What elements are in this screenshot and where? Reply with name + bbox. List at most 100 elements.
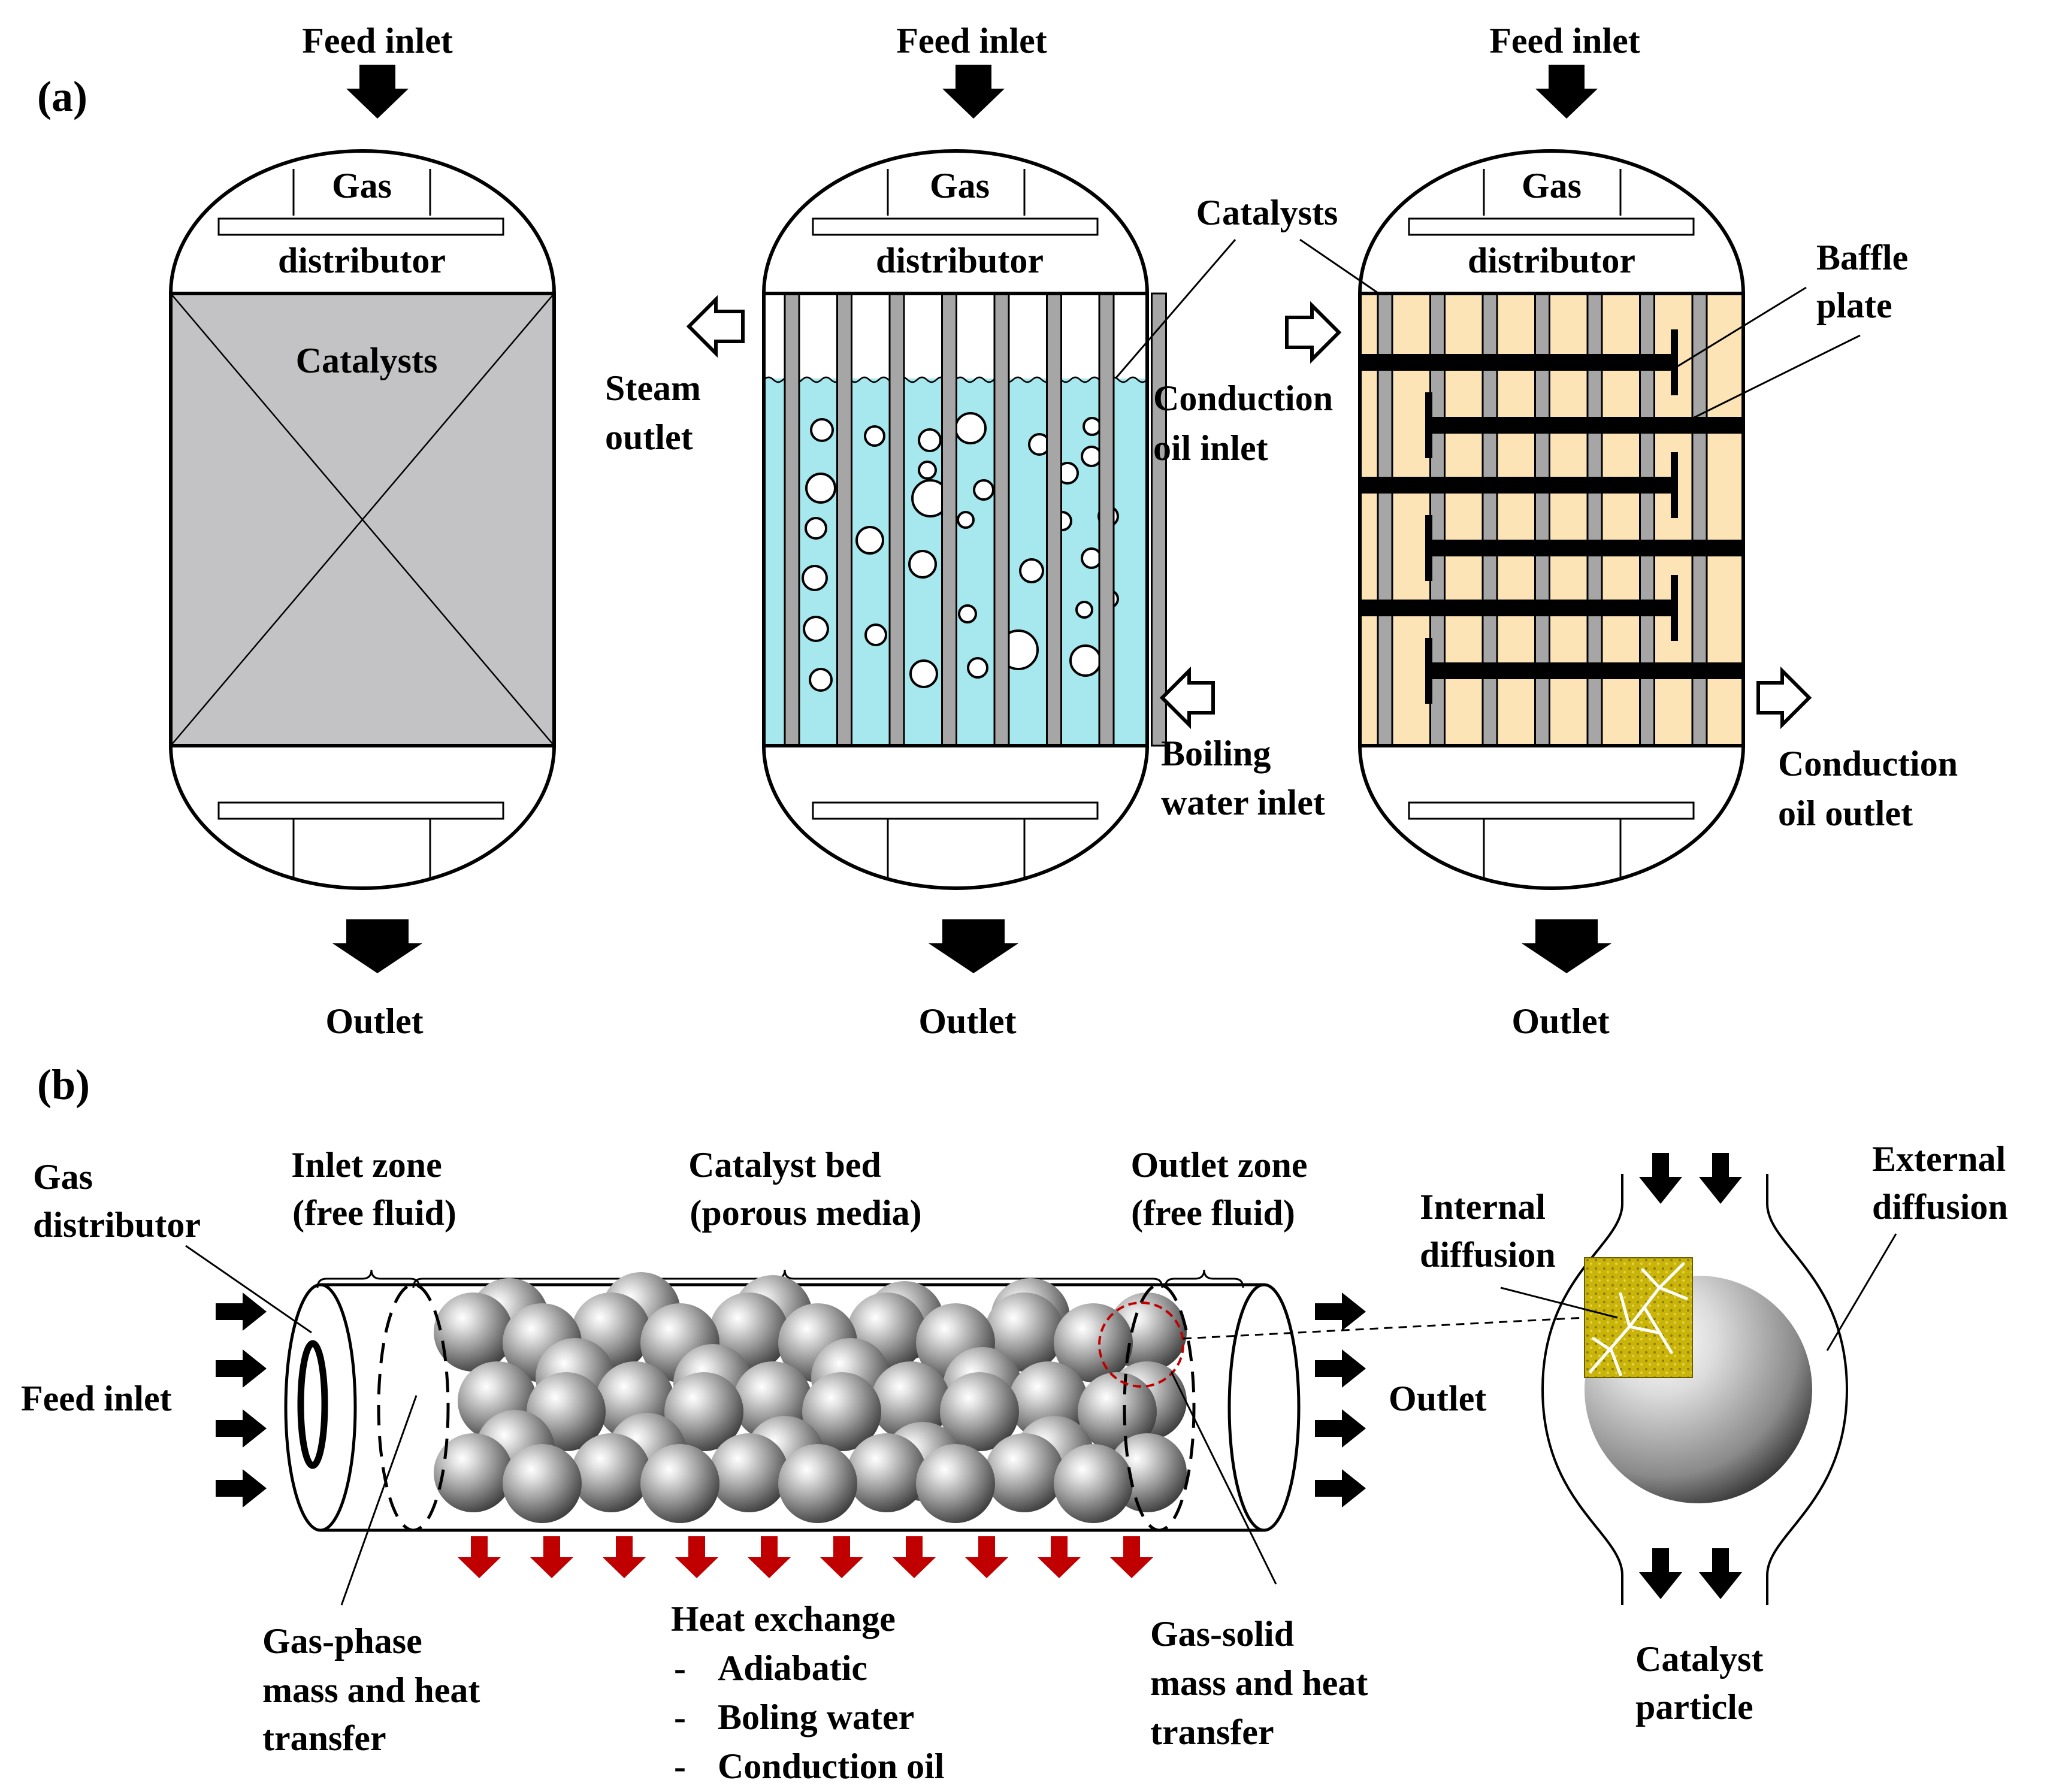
outlet-arrow-1 — [332, 919, 422, 973]
steam-bubble — [1075, 601, 1093, 619]
catalyst-particle-label-1: Catalyst — [1635, 1639, 1763, 1679]
feed-arrow — [216, 1469, 267, 1508]
steam-bubble — [957, 511, 975, 529]
pore-channels — [1589, 1262, 1688, 1376]
catalyst-ball — [1054, 1444, 1133, 1523]
feed-arrow-1 — [346, 65, 409, 119]
heat-arrow — [603, 1536, 646, 1578]
baffle-end — [1425, 392, 1432, 458]
catalyst-particle-label-2: particle — [1635, 1687, 1753, 1727]
feed-arrow — [216, 1409, 267, 1448]
heat-arrow — [675, 1536, 718, 1578]
catalyst-tube — [1098, 292, 1115, 747]
outlet-arrow-3 — [1522, 919, 1611, 973]
baffle-bar — [1429, 662, 1743, 679]
gas-phase-label-2: mass and heat — [262, 1670, 480, 1710]
baffle-bar — [1360, 477, 1674, 494]
outlet-label-2: Outlet — [918, 1001, 1016, 1041]
steam-outlet-label-1: Steam — [605, 368, 701, 408]
catalyst-tube — [1745, 293, 1759, 746]
catalyst-ball — [847, 1433, 926, 1512]
gas-solid-label-2: mass and heat — [1150, 1663, 1368, 1703]
distributor-plate-2 — [812, 217, 1099, 236]
bottom-plate-3 — [1408, 801, 1695, 820]
adiabatic-reactor: Feed inlet Catalysts Gas distributor Out… — [169, 21, 556, 1041]
catalyst-bed-label-2: (porous media) — [690, 1193, 921, 1233]
outlet-label-b: Outlet — [1389, 1379, 1486, 1418]
catalyst-particles — [434, 1272, 1187, 1523]
steam-bubble — [810, 418, 834, 442]
outlet-arrow — [1315, 1349, 1366, 1388]
external-diffusion-leader — [1826, 1233, 1897, 1351]
catalyst-tube — [784, 292, 800, 747]
heat-exchange-item-1: Adiabatic — [718, 1648, 867, 1688]
outlet-label-1: Outlet — [325, 1001, 423, 1041]
catalyst-ball — [1054, 1303, 1133, 1382]
conduction-oil-reactor: Feed inlet Gas distributor Outlet Conduc… — [1153, 21, 1958, 1041]
distributor-label-1: distributor — [278, 241, 446, 280]
shell-outline-3 — [1358, 292, 1745, 747]
oil-inlet-label-2: oil inlet — [1153, 428, 1268, 468]
catalyst-tube — [941, 292, 957, 747]
heat-arrow — [893, 1536, 936, 1578]
catalyst-ball — [778, 1444, 857, 1523]
catalyst-tube — [1151, 292, 1167, 747]
gas-distributor-label-1: Gas — [33, 1157, 93, 1197]
heat-arrow — [1110, 1536, 1153, 1578]
catalyst-ball — [802, 1372, 881, 1451]
outlet-zone-boundary — [1123, 1283, 1196, 1532]
catalyst-ball — [1078, 1372, 1157, 1451]
heat-arrow — [458, 1536, 501, 1578]
catalysts-leader-left — [1114, 239, 1236, 379]
catalyst-ball — [916, 1444, 995, 1523]
baffle-leader-2 — [1684, 334, 1861, 423]
steam-bubble — [918, 461, 937, 480]
bottom-head-1 — [169, 745, 556, 890]
inlet-end-ellipse — [284, 1283, 357, 1532]
steam-bubble — [908, 550, 937, 579]
bottom-head-3 — [1358, 745, 1745, 890]
external-diffusion-label-1: External — [1872, 1139, 2006, 1179]
feed-arrow — [216, 1349, 267, 1388]
catalyst-ball — [940, 1372, 1019, 1451]
gas-label-1: Gas — [332, 166, 392, 205]
gas-solid-leader — [1170, 1371, 1277, 1585]
bottom-plate-1 — [217, 801, 504, 820]
steam-bubble — [1081, 446, 1102, 467]
steam-bubble — [809, 668, 833, 692]
gas-label-3: Gas — [1522, 166, 1582, 205]
outlet-label-3: Outlet — [1511, 1001, 1609, 1041]
baffle-label-1: Baffle — [1816, 238, 1908, 277]
highlight-circle — [1098, 1301, 1184, 1388]
outlet-end-ellipse — [1227, 1283, 1301, 1532]
steam-bubble — [855, 526, 884, 555]
steam-bubble — [958, 604, 977, 623]
steam-bubble — [973, 479, 994, 501]
outlet-arrow — [1315, 1409, 1366, 1448]
catalyst-bed-brace — [412, 1269, 1163, 1288]
steam-bubble — [1081, 547, 1102, 569]
baffle-leader-1 — [1671, 286, 1807, 371]
zoom-dashed-line — [1183, 1316, 1585, 1340]
particle-outlet-arrow — [1699, 1548, 1742, 1599]
oil-inlet-arrow — [1285, 301, 1342, 364]
steam-bubble — [1019, 558, 1044, 583]
internal-diffusion-label-2: diffusion — [1420, 1235, 1556, 1275]
catalysts-label-bg — [282, 332, 455, 380]
baffle-bar — [1360, 600, 1674, 616]
heat-exchange-arrows — [458, 1536, 1153, 1578]
inlet-zone-boundary — [377, 1283, 450, 1532]
outlet-arrows — [1315, 1292, 1366, 1508]
baffle-end — [1425, 515, 1432, 581]
oil-inlet-label-1: Conduction — [1153, 379, 1333, 418]
catalyst-ball — [871, 1361, 950, 1440]
gas-distributor-label-2: distributor — [33, 1205, 201, 1245]
distributor-plate-3 — [1408, 217, 1695, 236]
steam-bubble — [803, 616, 829, 642]
gas-distributor-leader — [185, 1245, 312, 1334]
boiling-water-arrow — [1159, 666, 1215, 729]
baffle-bar — [1360, 354, 1674, 371]
list-dash: - — [674, 1648, 686, 1688]
catalyst-tube — [836, 292, 852, 747]
panel-b-label: (b) — [37, 1061, 90, 1109]
